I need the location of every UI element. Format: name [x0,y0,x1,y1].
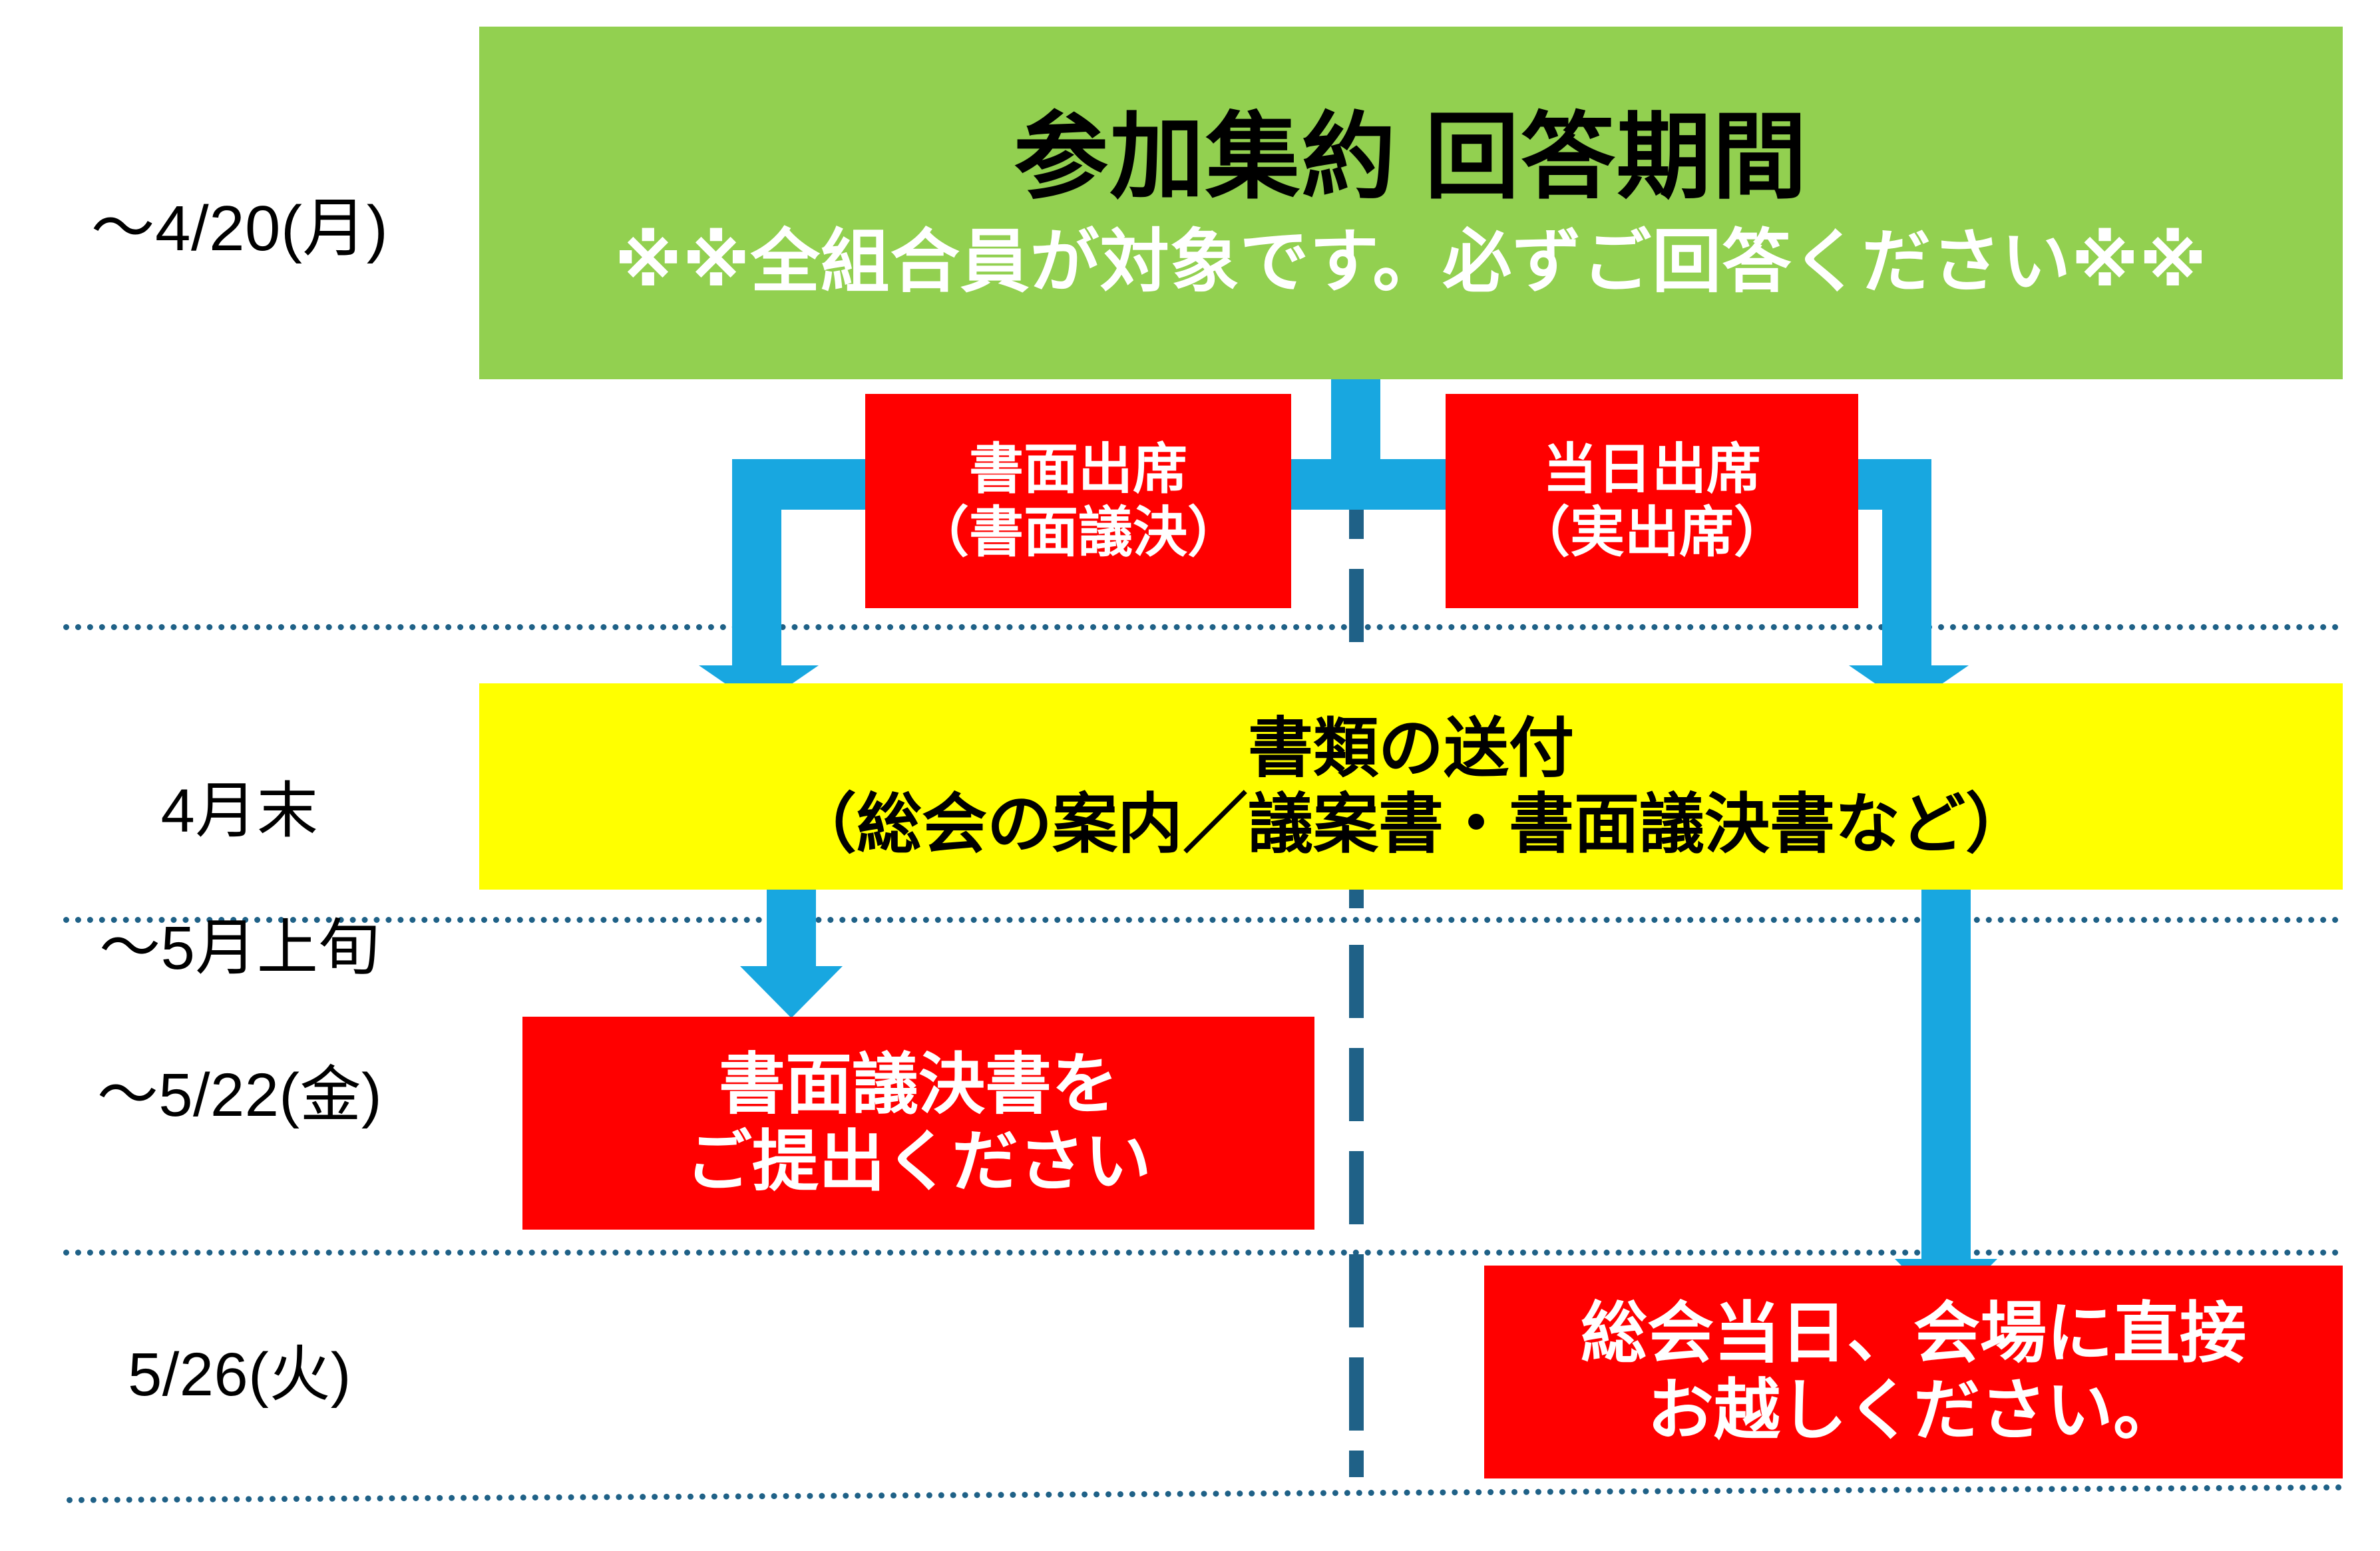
header-green-box: 参加集約 回答期間 ※※全組合員が対象です。必ずご回答ください※※ [479,27,2343,379]
timeline-label-row2: 4月末 ～5月上旬 [13,709,466,1051]
timeline-label-row3: ～5/22(金) [97,1061,383,1129]
arrow-head-yellow-to-left [740,966,843,1018]
center-divider-segment-9 [1349,1451,1364,1477]
separator-bottom [66,1484,2343,1503]
documents-dispatch-box: 書類の送付 （総会の案内／議案書・書面議決書など） [479,683,2343,890]
action-right-line2: お越しください。 [1647,1373,2180,1448]
center-divider-segment-8 [1349,1357,1364,1431]
documents-line1: 書類の送付 [1247,711,1574,785]
branch-right-line2: （実出席） [1515,502,1788,563]
branch-box-written-attendance: 書面出席 （書面議決） [865,394,1291,608]
branch-left-line2: （書面議決） [914,502,1242,563]
center-divider-segment-2 [1349,569,1364,642]
separator-row3-row4 [63,1250,2339,1256]
branch-box-in-person-attendance: 当日出席 （実出席） [1446,394,1858,608]
branch-left-line1: 書面出席 [968,438,1187,500]
separator-row2-row3 [63,917,2339,923]
center-divider-segment-5 [1349,1048,1364,1121]
branch-right-line1: 当日出席 [1542,438,1761,500]
center-divider-segment-7 [1349,1254,1364,1327]
page-title: 参加集約 回答期間 [1014,104,1808,211]
action-left-line2: ご提出ください [686,1124,1151,1199]
timeline-label-row2-line2: ～5月上旬 [99,914,380,983]
timeline-label-row2-line1: 4月末 [160,777,319,846]
timeline-label-row4: 5/26(火) [128,1341,351,1409]
connector-yellow-to-right-vertical [1921,887,1971,1260]
center-divider-segment-4 [1349,945,1364,1018]
documents-line2: （総会の案内／議案書・書面議決書など） [791,787,2031,860]
header-subtitle: ※※全組合員が対象です。必ずご回答ください※※ [614,224,2208,301]
action-left-line1: 書面議決書を [719,1047,1118,1122]
action-right-line1: 総会当日、会場に直接 [1581,1296,2246,1371]
connector-right-vertical [1882,459,1931,672]
connector-left-vertical [732,459,781,672]
action-box-submit-written-resolution: 書面議決書を ご提出ください [522,1017,1314,1230]
action-box-attend-venue: 総会当日、会場に直接 お越しください。 [1484,1266,2343,1478]
connector-yellow-to-left-vertical [767,887,816,967]
timeline-label-row1: ～4/20(月) [91,193,389,264]
center-divider-segment-6 [1349,1151,1364,1224]
separator-row1-row2 [63,624,2339,630]
